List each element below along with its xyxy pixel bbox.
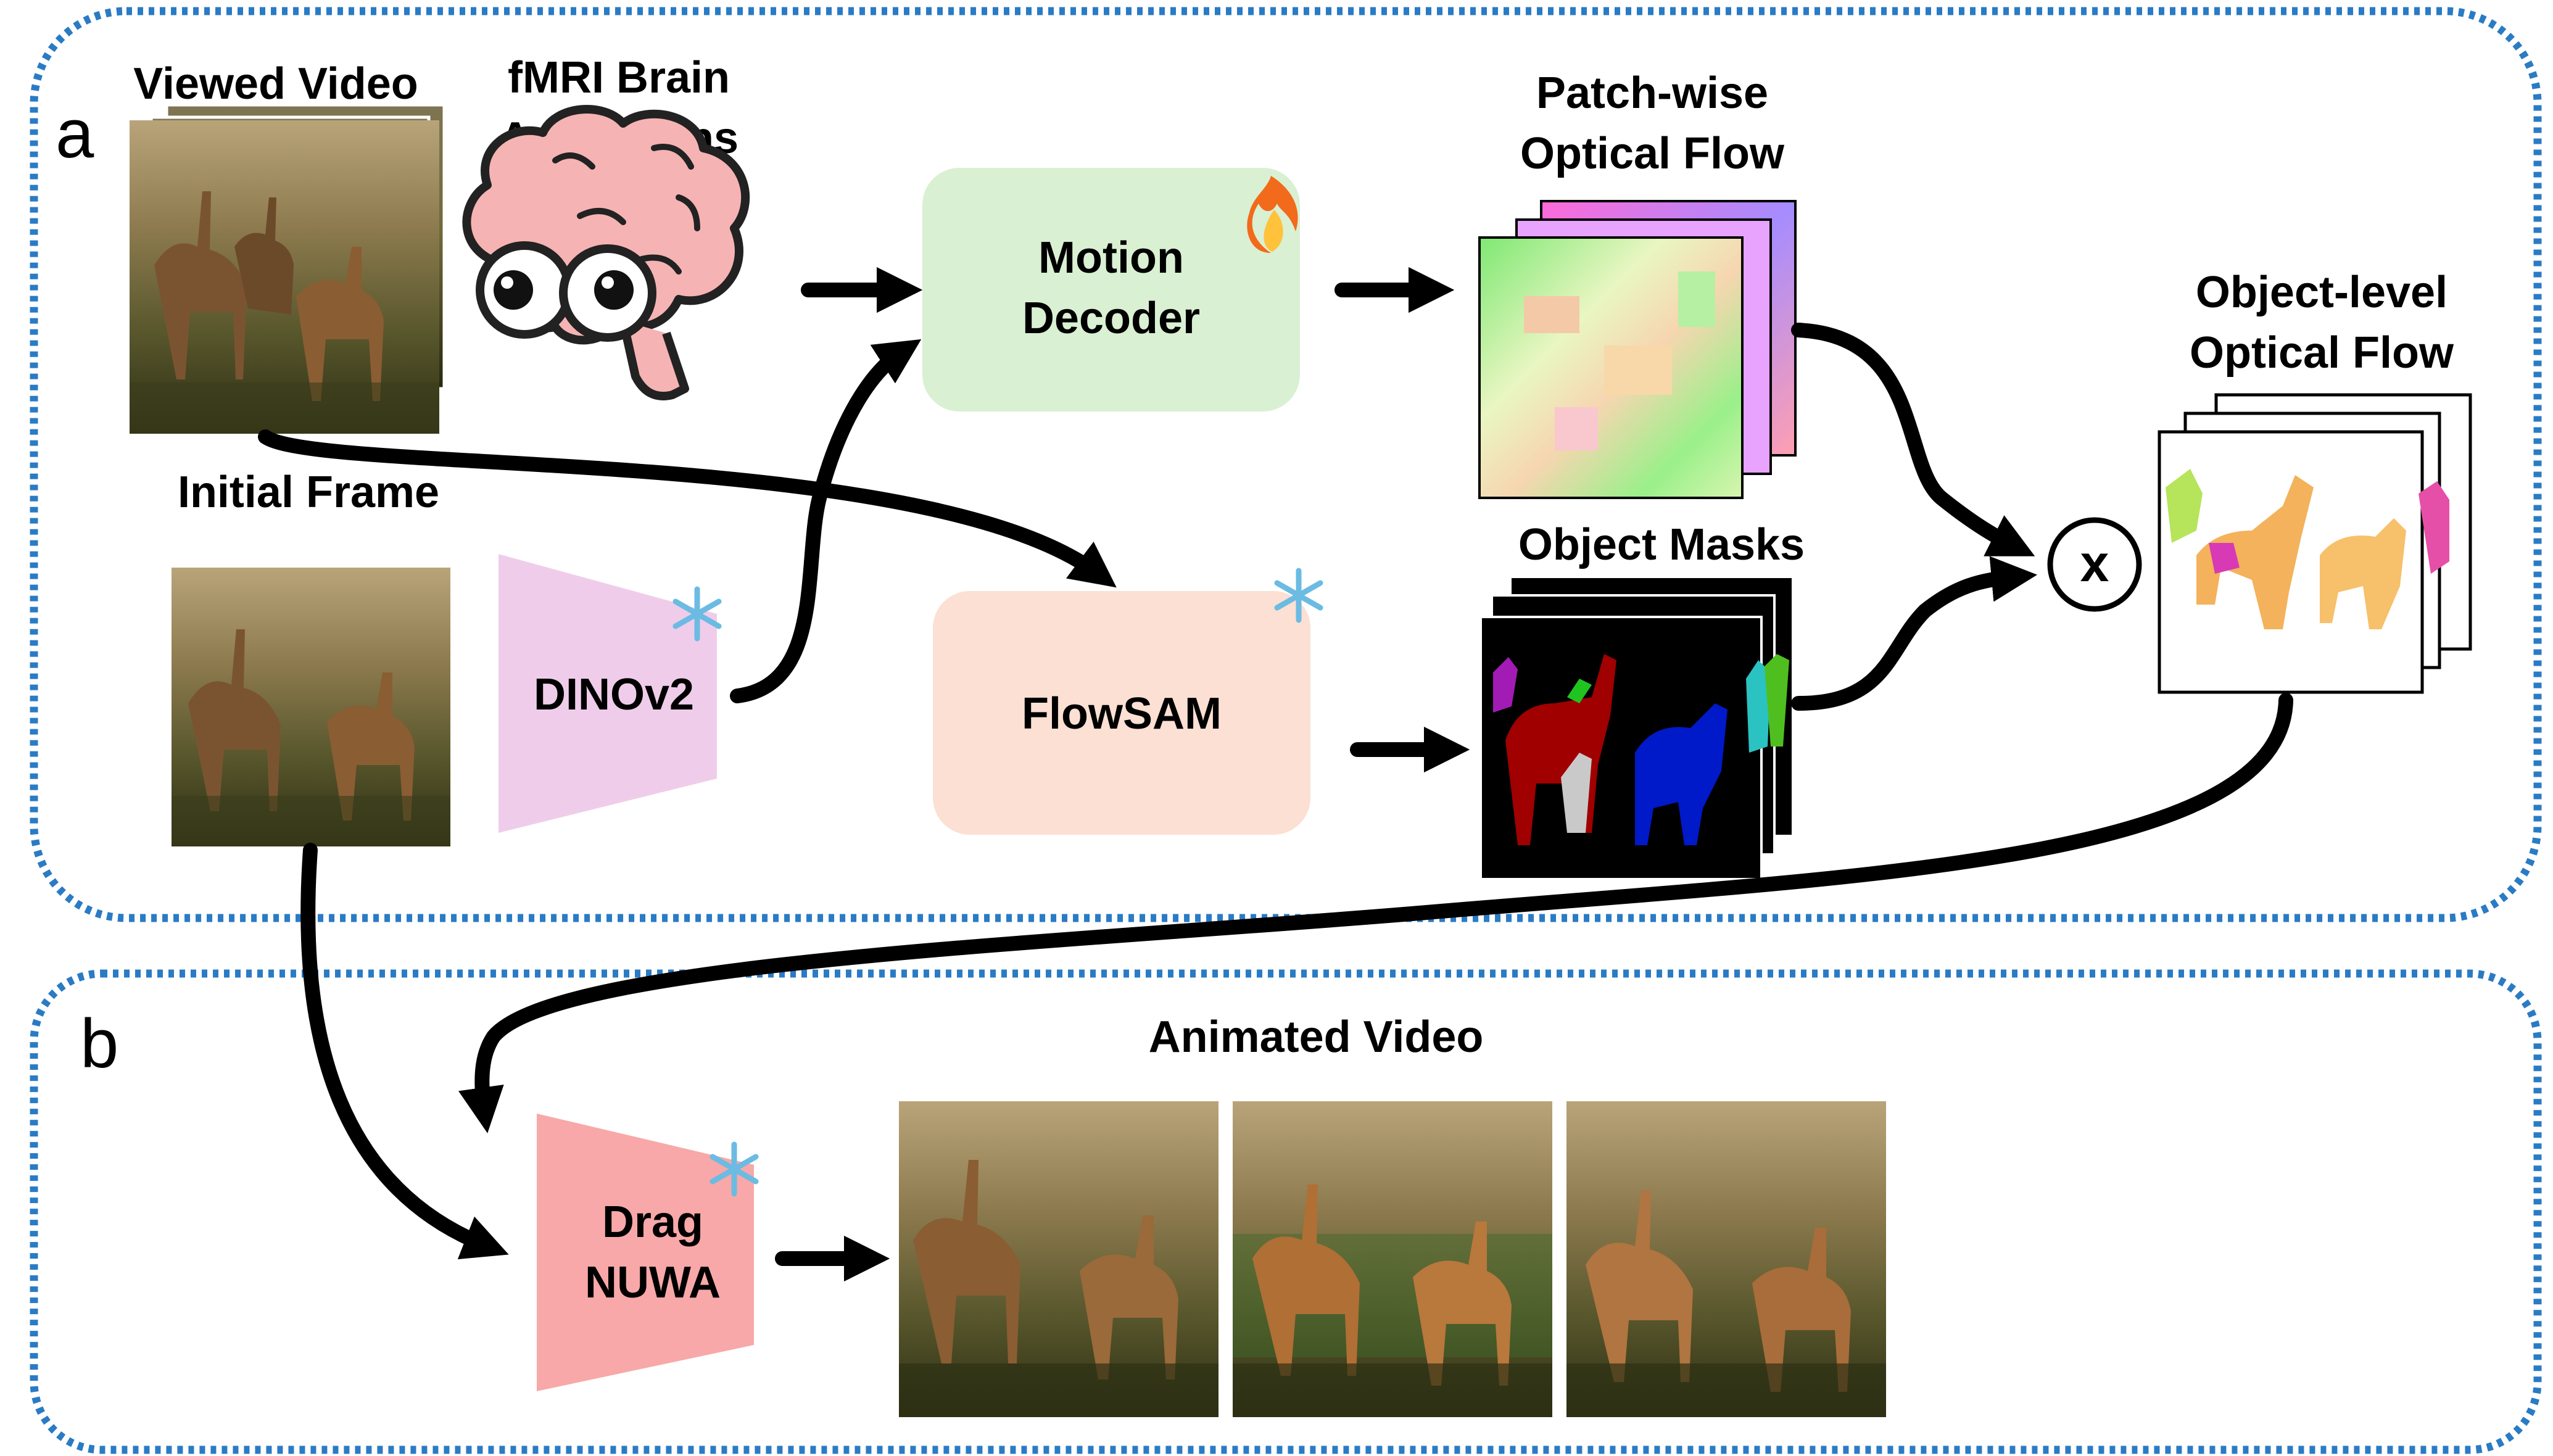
patch-flow-label-line2: Optical Flow (1520, 129, 1785, 178)
animated-frame-1 (899, 1101, 1219, 1417)
panel-a-letter: a (56, 95, 94, 172)
arrow-video-to-flowsam (258, 429, 1117, 588)
multiply-symbol: x (2080, 534, 2109, 592)
initial-frame-image (172, 568, 450, 846)
viewed-video-stack (130, 103, 446, 434)
motion-decoder-label-line2: Decoder (1022, 294, 1200, 343)
snowflake-icon (1274, 568, 1323, 623)
dragnuwa-label-line2: NUWA (585, 1258, 721, 1307)
viewed-video-frame (130, 120, 439, 434)
arrow-patchflow-to-multiply (1791, 323, 2035, 556)
panel-b-letter: b (80, 1005, 118, 1082)
viewed-video-label: Viewed Video (133, 59, 418, 109)
object-masks-stack (1479, 576, 1794, 880)
panel-b-border (30, 969, 2542, 1454)
arrow-dinov2-to-decoder (730, 339, 922, 703)
motion-decoder-box: Motion Decoder (922, 168, 1300, 412)
fmri-label-line1: fMRI Brain (508, 53, 730, 102)
animated-frame-3 (1566, 1101, 1886, 1417)
patch-flow-stack (1478, 200, 1797, 499)
animated-frame-2 (1233, 1101, 1552, 1417)
animated-video-label: Animated Video (1149, 1012, 1484, 1062)
arrow-masks-to-multiply (1791, 556, 2038, 711)
brain-eye-left (476, 241, 573, 339)
multiply-operator: x (2047, 517, 2142, 612)
motion-decoder-label-line1: Motion (1038, 233, 1184, 283)
arrow-objectflow-to-dragnuwa (458, 693, 2293, 1133)
arrows (258, 267, 2293, 1282)
dragnuwa-label-line1: Drag (602, 1197, 703, 1247)
flowsam-label: FlowSAM (1022, 689, 1222, 738)
dinov2-encoder: DINOv2 (499, 554, 722, 833)
object-flow-label-line1: Object-level (2196, 268, 2447, 317)
arrow-initialframe-to-dragnuwa (300, 843, 509, 1260)
dragnuwa-decoder: Drag NUWA (537, 1114, 759, 1391)
snowflake-icon (672, 586, 722, 642)
patch-flow-label-line1: Patch-wise (1536, 68, 1768, 118)
animated-video-frames (899, 1101, 1886, 1417)
initial-frame-label: Initial Frame (178, 468, 439, 517)
brain-eye-right (559, 244, 656, 342)
fire-icon (1247, 176, 1298, 253)
object-masks-label: Object Masks (1518, 520, 1805, 569)
brain-icon (462, 105, 750, 400)
flowsam-box: FlowSAM (933, 568, 1323, 835)
snowflake-icon (710, 1141, 759, 1197)
object-flow-stack (2158, 393, 2472, 694)
dinov2-label: DINOv2 (534, 670, 694, 719)
object-flow-label-line2: Optical Flow (2190, 328, 2454, 378)
